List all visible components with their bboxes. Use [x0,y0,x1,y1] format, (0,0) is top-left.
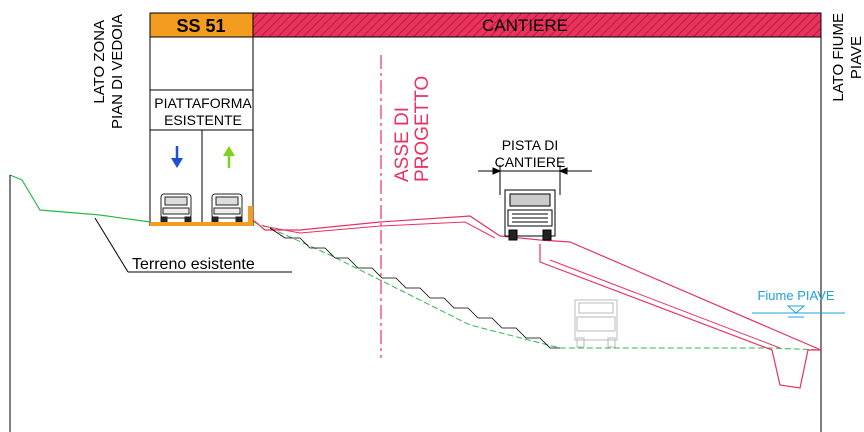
water-level-icon [752,305,845,318]
platform-label-box [149,89,254,131]
right-side-label-line2: PIAVE [848,36,864,79]
truck-icon [504,189,556,241]
design-fill-inner [262,221,496,239]
car-right-icon [211,193,243,223]
right-side-label-line1: LATO FIUME [830,13,847,102]
left-side-label-line2: PIAN DI VEDOIA [109,14,126,129]
truck-faded-icon [574,299,618,348]
track-dimension-line [478,165,592,195]
terrain-label: Terreno esistente [132,256,255,273]
ss51-header-bar [149,12,254,38]
track-label-line1: PISTA DI [502,137,559,153]
axis-label-line1: ASSE DI [392,107,413,182]
road-surface [150,222,253,226]
arrow-down-icon [171,146,183,168]
axis-label-line2: PROGETTO [412,76,433,182]
design-fill-top [252,215,822,351]
terrain-leader-line [94,217,129,273]
arrow-up-icon [223,146,235,168]
existing-terrain-line [9,174,151,223]
design-slope-right [539,244,821,389]
platform-label-line1: PIATTAFORMA [154,95,252,111]
road-edge-barrier [248,206,253,224]
design-slope-inner [549,259,781,349]
excavation-steps [269,227,560,349]
ss51-label: SS 51 [176,16,225,36]
track-label-line2: CANTIERE [495,154,566,170]
river-label: Fiume PIAVE [757,288,834,303]
existing-terrain-line-right [252,221,822,351]
cantiere-label: CANTIERE [482,16,568,35]
platform-label-line2: ESISTENTE [164,112,242,128]
car-left-icon [160,193,192,223]
left-side-label-line1: LATO ZONA [91,20,108,104]
cantiere-header-bar [252,12,822,38]
